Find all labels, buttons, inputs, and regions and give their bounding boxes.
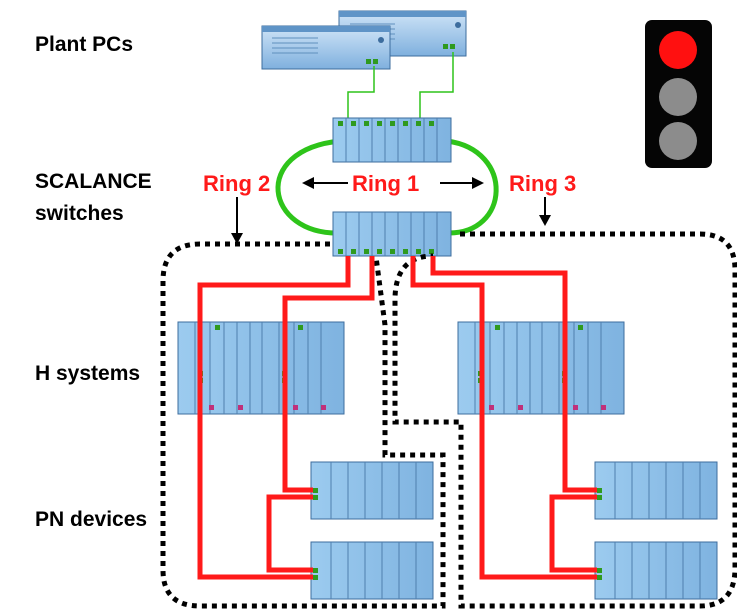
traffic-light-middle-lamp bbox=[659, 78, 697, 116]
h-system-right bbox=[457, 321, 625, 415]
ring2-label: Ring 2 bbox=[203, 171, 270, 196]
pn-device-left-top bbox=[310, 461, 434, 520]
pn-device-right-top bbox=[594, 461, 718, 520]
ring1-left-arrowhead bbox=[302, 177, 314, 189]
pc1-uplink bbox=[347, 66, 375, 122]
ring2-boundary bbox=[160, 241, 446, 609]
ring3-pointer-head bbox=[539, 215, 551, 226]
label-scalance: SCALANCE bbox=[35, 170, 152, 193]
ring2-cable-outer bbox=[197, 256, 351, 580]
ring3-boundary bbox=[392, 231, 737, 609]
ring2-cable-inner bbox=[282, 256, 375, 493]
ring1-right-arrowhead bbox=[472, 177, 484, 189]
label-switches: switches bbox=[35, 202, 124, 225]
ring3-cable-device-link bbox=[549, 494, 597, 573]
plant-pc-front bbox=[261, 25, 391, 70]
label-pn-devices: PN devices bbox=[35, 508, 147, 531]
switch-ring-left-link bbox=[275, 138, 341, 236]
pn-device-left-bottom bbox=[310, 541, 434, 600]
ring2-pointer-head bbox=[231, 233, 243, 244]
pc2-uplink bbox=[419, 52, 454, 122]
switch-ring-right-link bbox=[446, 138, 499, 236]
label-h-systems: H systems bbox=[35, 362, 140, 385]
ring3-cable-outer bbox=[410, 256, 597, 580]
ring3-label: Ring 3 bbox=[509, 171, 576, 196]
scalance-switch-top bbox=[332, 117, 452, 163]
ring1-label: Ring 1 bbox=[352, 171, 419, 196]
label-plant-pcs: Plant PCs bbox=[35, 33, 133, 56]
traffic-light-red-lamp bbox=[659, 31, 697, 69]
traffic-light-bottom-lamp bbox=[659, 122, 697, 160]
h-system-left bbox=[177, 321, 345, 415]
ring2-cable-device-link bbox=[266, 494, 313, 573]
scalance-switch-bottom bbox=[332, 211, 452, 257]
traffic-light bbox=[645, 20, 712, 168]
pn-device-right-bottom bbox=[594, 541, 718, 600]
ring3-cable-inner bbox=[430, 256, 597, 493]
